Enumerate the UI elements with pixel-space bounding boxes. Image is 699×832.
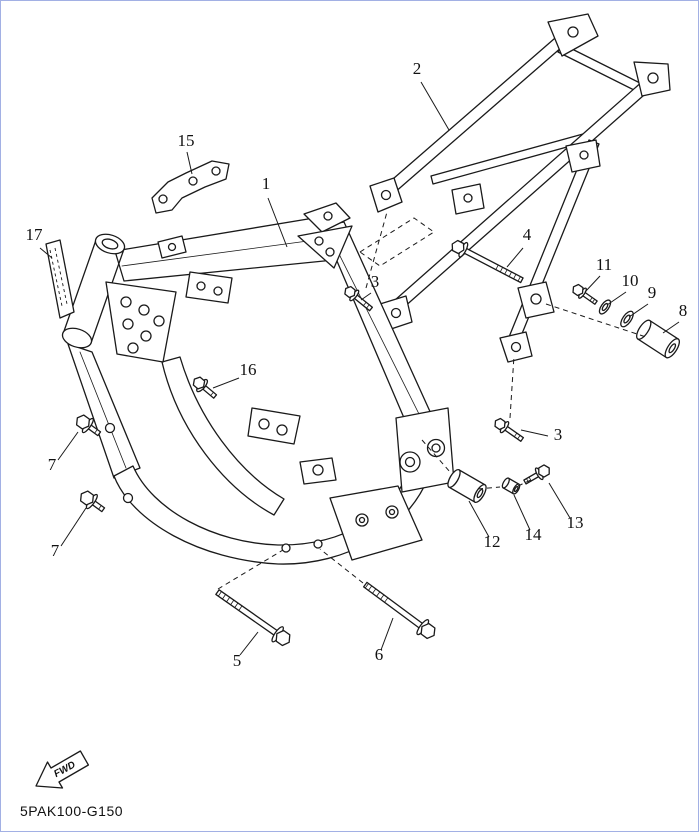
washer-10 (598, 299, 612, 315)
callout-16: 16 (240, 360, 257, 379)
callout-4: 4 (523, 225, 532, 244)
bolt-11 (572, 283, 598, 305)
washer-9 (620, 310, 634, 328)
bolt-3-lower (494, 417, 525, 442)
main-frame-drawing (61, 202, 455, 565)
damper-12 (447, 468, 487, 504)
rear-subframe-drawing (369, 13, 671, 363)
part-code-label: 5PAK100-G150 (20, 803, 123, 819)
collar-14 (501, 477, 521, 495)
callout-2: 2 (413, 59, 422, 78)
callout-12: 12 (484, 532, 501, 551)
callout-7-upper: 7 (48, 455, 57, 474)
callout-1: 1 (262, 174, 271, 193)
dashed-guides (217, 211, 647, 590)
callout-15: 15 (178, 131, 195, 150)
damper-8 (636, 319, 680, 359)
callout-5: 5 (233, 651, 242, 670)
leader-lines (39, 81, 680, 656)
callout-17: 17 (26, 225, 44, 244)
callout-6: 6 (375, 645, 384, 664)
bolt-13 (523, 464, 550, 485)
bolt-6 (362, 581, 436, 640)
callout-13: 13 (567, 513, 584, 532)
callout-11: 11 (596, 255, 612, 274)
fwd-arrow: FWD (35, 750, 90, 789)
guard-17 (45, 239, 75, 319)
callouts: 2 15 1 17 4 3 11 10 9 8 16 3 7 13 14 12 … (26, 59, 688, 670)
callout-3-upper: 3 (371, 272, 380, 291)
callout-7-lower: 7 (51, 541, 60, 560)
bracket-15 (151, 160, 230, 214)
bolt-4 (451, 239, 524, 284)
bolt-16 (192, 376, 218, 399)
bolt-5 (215, 589, 291, 647)
callout-10: 10 (622, 271, 639, 290)
flange-bolt-7-lower (79, 490, 106, 513)
callout-8: 8 (679, 301, 688, 320)
callout-9: 9 (648, 283, 657, 302)
callout-3-lower: 3 (554, 425, 563, 444)
bolt-3-upper (344, 285, 374, 312)
flange-bolt-7-upper (75, 414, 102, 437)
callout-14: 14 (525, 525, 543, 544)
